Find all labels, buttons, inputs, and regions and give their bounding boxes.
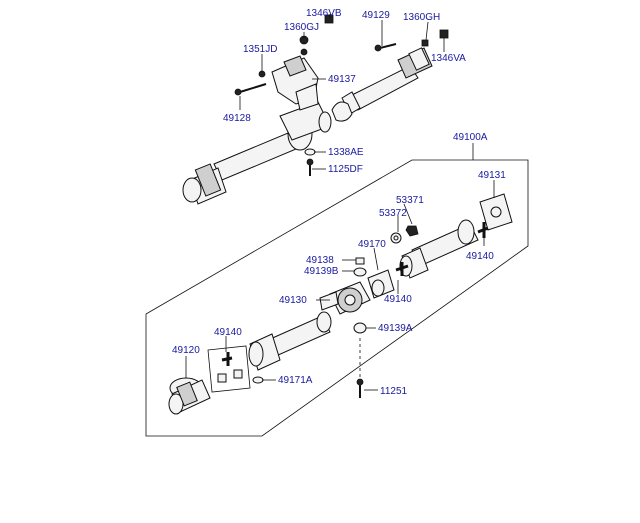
lower-propeller-shaft: [168, 193, 513, 415]
label-1346VA: 1346VA: [431, 53, 466, 64]
label-49137: 49137: [328, 74, 356, 85]
label-49170: 49170: [358, 239, 386, 250]
assembly-outline: [145, 159, 529, 437]
label-49139B: 49139B: [304, 266, 339, 277]
part-labels: 1346VB 1360GJ 1351JD 49129 1360GH 1346VA…: [172, 8, 506, 397]
label-53371: 53371: [396, 195, 424, 206]
label-49120: 49120: [172, 345, 200, 356]
label-1346VB: 1346VB: [306, 8, 342, 19]
leader-lines: [185, 14, 495, 391]
label-1125DF: 1125DF: [328, 164, 363, 175]
label-49140-right: 49140: [466, 251, 494, 262]
label-53372: 53372: [379, 208, 407, 219]
label-49129: 49129: [362, 10, 390, 21]
label-49140-kit: 49140: [214, 327, 242, 338]
label-49100A: 49100A: [453, 132, 488, 143]
bracket-49137: [271, 55, 319, 111]
upper-propeller-shaft: [182, 47, 433, 205]
label-1360GJ: 1360GJ: [284, 22, 319, 33]
label-1338AE: 1338AE: [328, 147, 364, 158]
label-49171A: 49171A: [278, 375, 313, 386]
label-1351JD: 1351JD: [243, 44, 277, 55]
label-49138: 49138: [306, 255, 334, 266]
label-49139A: 49139A: [378, 323, 413, 334]
label-11251: 11251: [380, 386, 408, 397]
label-49130: 49130: [279, 295, 307, 306]
label-49140-center: 49140: [384, 294, 412, 305]
label-49128: 49128: [223, 113, 251, 124]
label-1360GH: 1360GH: [403, 12, 440, 23]
label-49131: 49131: [478, 170, 506, 181]
